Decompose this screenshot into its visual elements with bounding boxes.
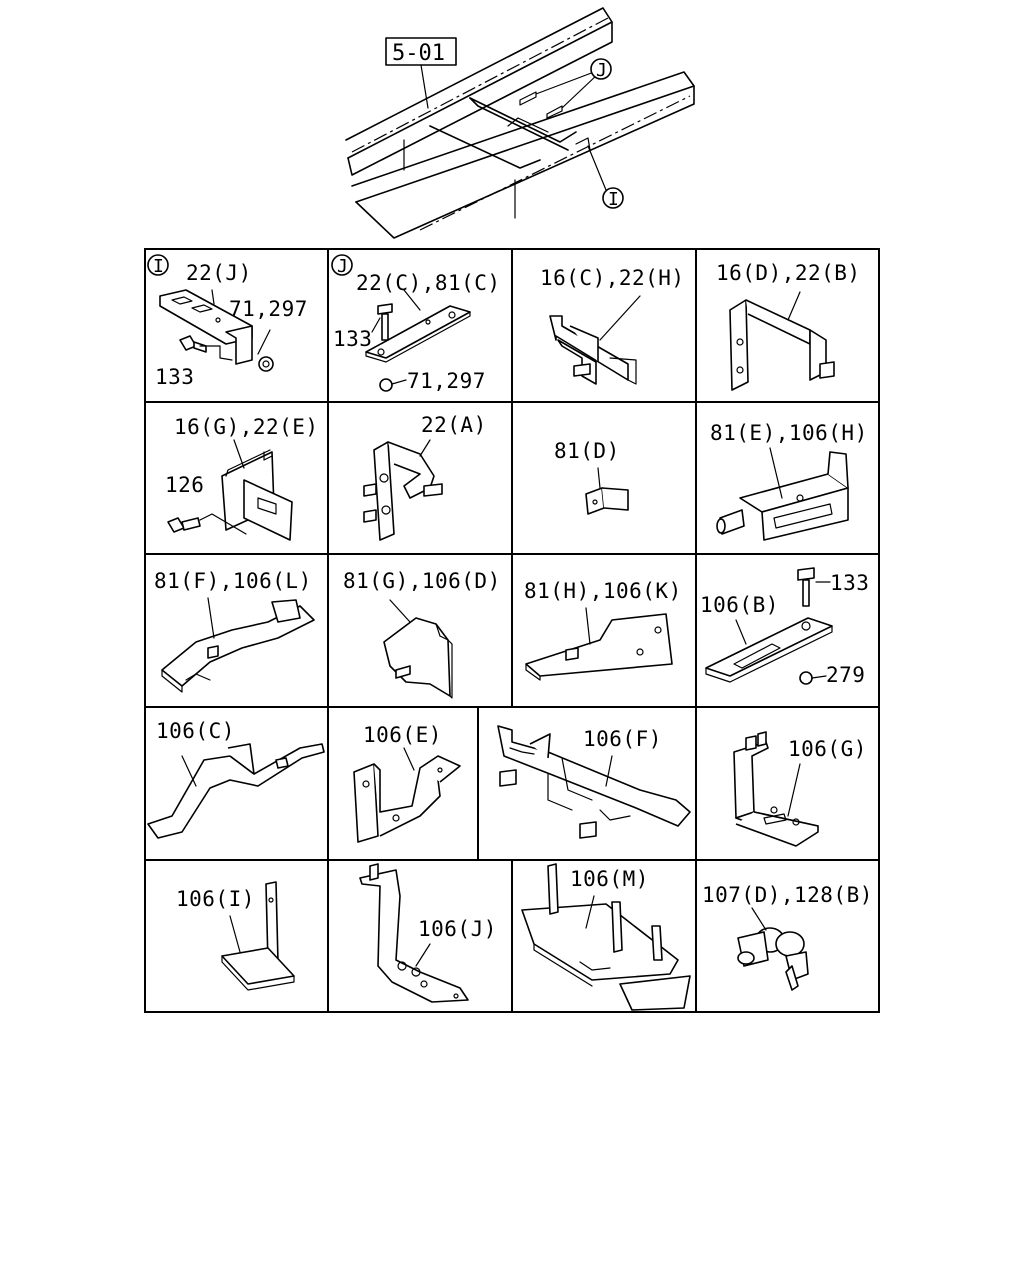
part-label: 81(H),106(K) — [524, 579, 682, 603]
part-label: 106(B) — [700, 593, 779, 617]
cell-bracket-16g-22e: 16(G),22(E) 126 — [165, 415, 319, 541]
cell-bracket-106b: 106(B) 133 279 — [700, 567, 869, 687]
part-label: 126 — [165, 473, 204, 497]
cell-bracket-81f-106l: 81(F),106(L) — [154, 569, 315, 693]
part-label: 22(C),81(C) — [356, 271, 501, 295]
cell-bracket-106m: 106(M) — [521, 863, 691, 1011]
part-label: 81(G),106(D) — [343, 569, 501, 593]
cell-bracket-106g: 106(G) — [733, 731, 867, 847]
part-label: 81(F),106(L) — [154, 569, 312, 593]
cell-bracket-81e-106h: 81(E),106(H) — [710, 421, 868, 541]
cell-bracket-106j: 106(J) — [359, 863, 497, 1003]
callout-i-frame: I — [608, 189, 619, 210]
part-label: 22(J) — [186, 261, 252, 285]
part-label: 133 — [830, 571, 869, 595]
part-label: 107(D),128(B) — [702, 883, 873, 907]
cell-bracket-81h-106k: 81(H),106(K) — [524, 579, 682, 681]
cell-bracket-22j: I 22(J) 71,297 133 — [147, 254, 308, 389]
part-label: 106(F) — [583, 727, 662, 751]
part-label: 16(D),22(B) — [716, 261, 861, 285]
cell-bracket-22a: 22(A) — [363, 413, 487, 541]
part-label: 22(A) — [421, 413, 487, 437]
cell-bracket-106c: 106(C) — [147, 719, 325, 839]
part-label: 71,297 — [229, 297, 308, 321]
part-label: 106(E) — [363, 723, 442, 747]
part-label: 279 — [826, 663, 865, 687]
cell-bracket-16c-22h: 16(C),22(H) — [540, 266, 685, 385]
part-label: 81(D) — [554, 439, 620, 463]
cell-bracket-16d-22b: 16(D),22(B) — [716, 261, 861, 391]
part-label: 106(M) — [570, 867, 649, 891]
cell-marker-j: J — [337, 256, 348, 277]
cell-bracket-106f: 106(F) — [497, 725, 691, 839]
part-label: 106(J) — [418, 917, 497, 941]
chassis-frame-illustration: J I 5-01 — [345, 7, 695, 239]
cell-bracket-106e: 106(E) — [353, 723, 461, 843]
part-label: 71,297 — [407, 369, 486, 393]
part-label: 133 — [333, 327, 372, 351]
part-label: 106(I) — [176, 887, 255, 911]
cell-bracket-106i: 106(I) — [176, 881, 295, 991]
cell-clip-107d-128b: 107(D),128(B) — [702, 883, 873, 991]
cell-bracket-81d: 81(D) — [554, 439, 629, 515]
part-label: 133 — [155, 365, 194, 389]
callout-j-frame: J — [596, 60, 607, 81]
part-label: 106(C) — [156, 719, 235, 743]
part-label: 16(C),22(H) — [540, 266, 685, 290]
cell-bracket-81g-106d: 81(G),106(D) — [343, 569, 501, 699]
part-label: 16(G),22(E) — [174, 415, 319, 439]
parts-grid — [144, 248, 880, 1013]
ref-box-label: 5-01 — [392, 41, 445, 66]
part-label: 81(E),106(H) — [710, 421, 868, 445]
cell-bracket-22c-81c: J 22(C),81(C) 133 71,297 — [331, 254, 501, 393]
cell-marker-i: I — [153, 256, 164, 277]
part-label: 106(G) — [788, 737, 867, 761]
